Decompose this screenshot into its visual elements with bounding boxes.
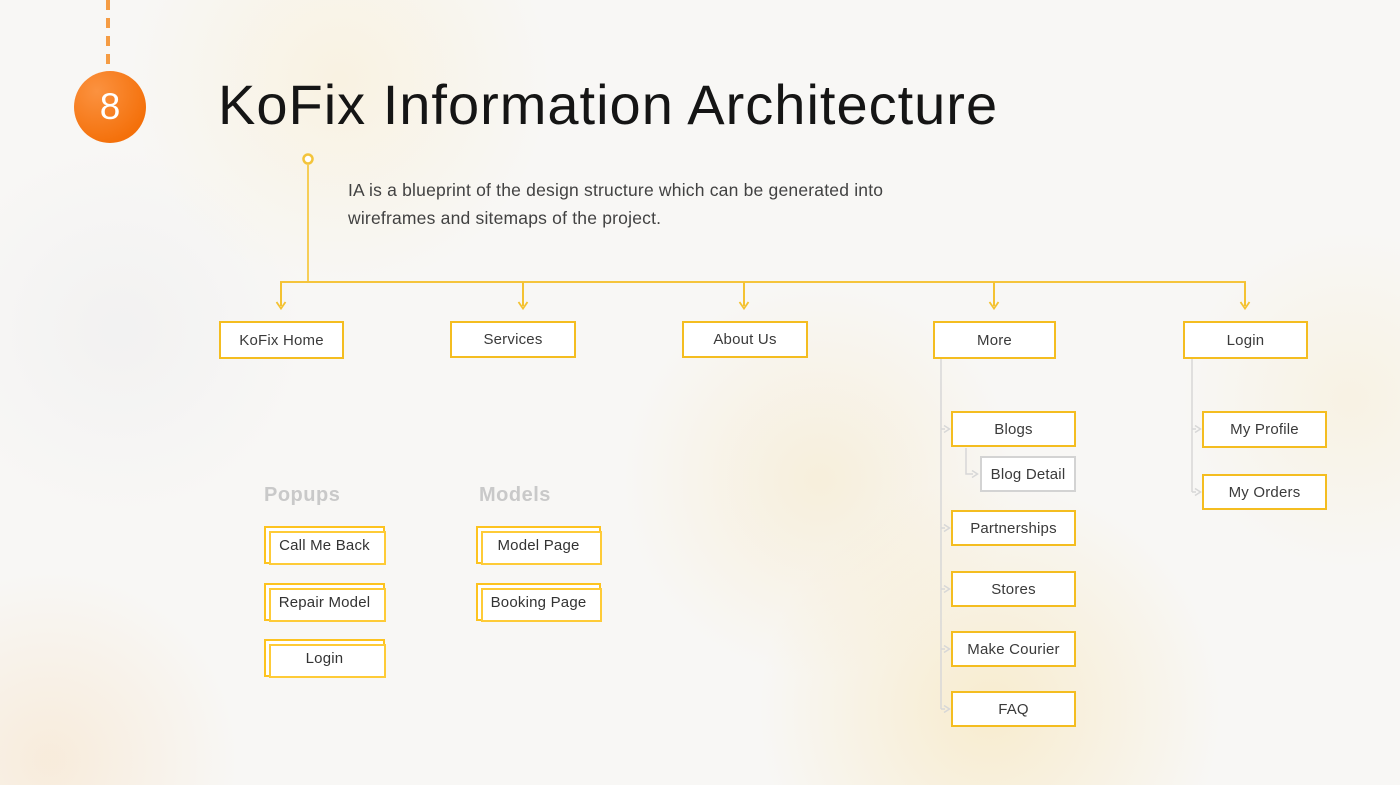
page-description-line2: wireframes and sitemaps of the project. (348, 207, 662, 228)
page-description: IA is a blueprint of the design structur… (348, 177, 883, 232)
node-services: Services (450, 321, 576, 358)
slide-number-badge: 8 (74, 71, 146, 143)
node-faq: FAQ (951, 691, 1076, 727)
node-make-courier: Make Courier (951, 631, 1076, 667)
node-my-orders: My Orders (1202, 474, 1327, 510)
node-login: Login (1183, 321, 1308, 359)
booking-page-node: Booking Page (476, 583, 602, 622)
node-partnerships: Partnerships (951, 510, 1076, 546)
node-stores: Stores (951, 571, 1076, 607)
node-about-us: About Us (682, 321, 808, 358)
popups-heading: Popups (264, 484, 341, 506)
node-blogs: Blogs (951, 411, 1076, 447)
popup-login: Login (264, 639, 386, 678)
page-description-line1: IA is a blueprint of the design structur… (348, 180, 884, 200)
popup-call-me-back: Call Me Back (264, 526, 386, 565)
models-heading: Models (479, 484, 551, 506)
popup-repair-model: Repair Model (264, 583, 386, 622)
page-title: KoFix Information Architecture (218, 73, 999, 136)
node-kofix-home: KoFix Home (219, 321, 344, 359)
node-more: More (933, 321, 1056, 359)
node-blog-detail: Blog Detail (980, 456, 1076, 492)
model-page-node: Model Page (476, 526, 602, 565)
slide-number: 8 (99, 86, 121, 127)
node-my-profile: My Profile (1202, 411, 1327, 448)
